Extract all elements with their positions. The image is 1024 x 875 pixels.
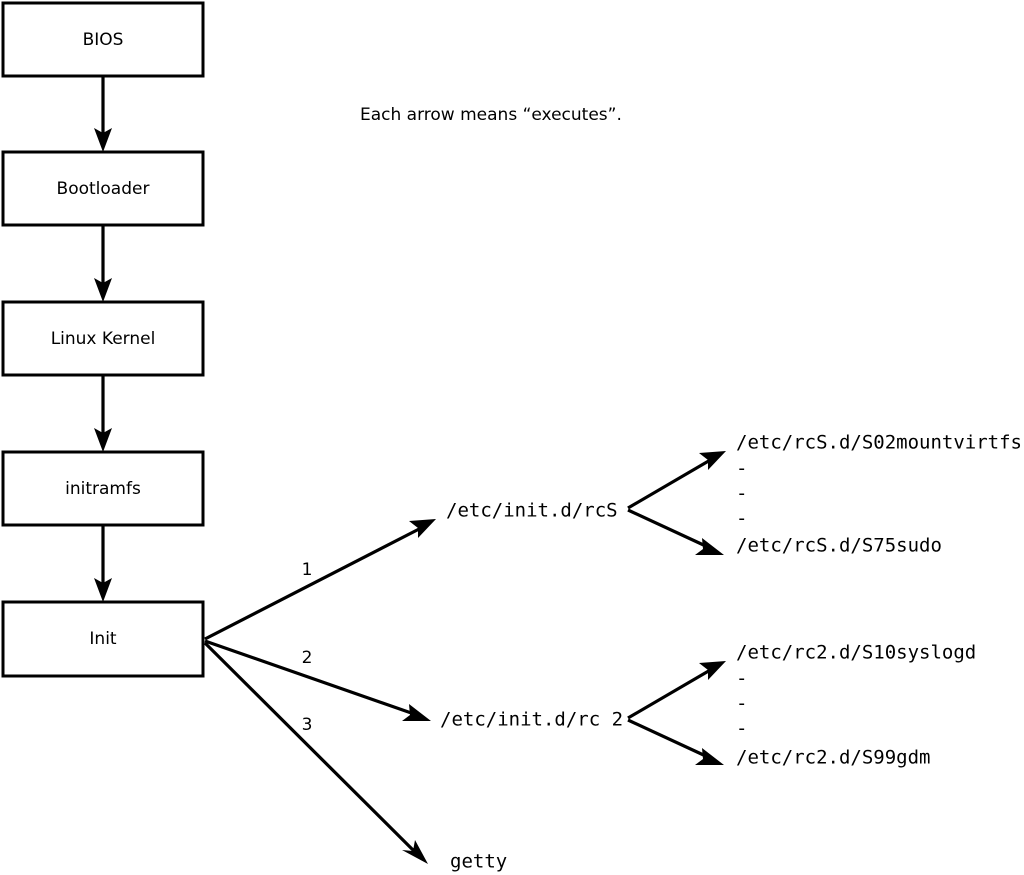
branch-1-number: 1 <box>302 560 313 580</box>
bootloader-label: Bootloader <box>57 179 150 199</box>
branch-3-target-label: getty <box>450 851 507 873</box>
rc2-first-arrow <box>627 661 726 720</box>
rc2-ellipsis-1: - <box>736 668 747 690</box>
rc2-ellipsis-2: - <box>736 693 747 715</box>
boot-chain-group: BIOS Bootloader Linux Kernel initramfs I… <box>1 1 205 678</box>
branch-2-number: 2 <box>302 648 313 668</box>
executes-note: Each arrow means “executes”. <box>360 105 622 125</box>
init-box[interactable] <box>1 600 205 678</box>
node-bios[interactable]: BIOS <box>1 1 205 78</box>
rc2-first-script-label: /etc/rc2.d/S10syslogd <box>736 642 976 664</box>
branch-1-arrow <box>204 519 436 641</box>
branch-3-number: 3 <box>302 715 313 735</box>
init-branches-group: 1 /etc/init.d/rcS 2 /etc/init.d/rc 2 3 g… <box>203 500 623 873</box>
rcs-first-script-label: /etc/rcS.d/S02mountvirtfs <box>736 432 1022 454</box>
arrow-bios-to-bootloader <box>94 76 112 152</box>
rcs-ellipsis-1: - <box>736 458 747 480</box>
rc2-last-arrow <box>627 718 724 765</box>
rcs-first-arrow <box>627 451 726 510</box>
node-initramfs[interactable]: initramfs <box>1 450 205 527</box>
arrow-kernel-to-initramfs <box>94 375 112 452</box>
rcs-scripts-group: /etc/rcS.d/S02mountvirtfs - - - /etc/rcS… <box>627 432 1022 557</box>
rcs-ellipsis-3: - <box>736 508 747 530</box>
linux-kernel-box[interactable] <box>1 300 205 377</box>
branch-1-target-label: /etc/init.d/rcS <box>446 500 618 522</box>
initramfs-label: initramfs <box>65 479 141 499</box>
bios-box[interactable] <box>1 1 205 78</box>
chain-arrows-group <box>94 76 112 602</box>
bios-label: BIOS <box>83 30 124 50</box>
branch-2-arrow <box>204 639 431 721</box>
rc2-ellipsis-3: - <box>736 718 747 740</box>
init-label: Init <box>89 629 117 649</box>
rc2-scripts-group: /etc/rc2.d/S10syslogd - - - /etc/rc2.d/S… <box>627 642 976 769</box>
rcs-last-arrow <box>627 508 724 555</box>
branch-3-arrow <box>203 641 428 864</box>
rcs-last-script-label: /etc/rcS.d/S75sudo <box>736 535 942 557</box>
node-init[interactable]: Init <box>1 600 205 678</box>
arrow-initramfs-to-init <box>94 525 112 602</box>
branch-2-target-label: /etc/init.d/rc 2 <box>440 709 623 731</box>
linux-kernel-label: Linux Kernel <box>51 329 156 349</box>
rcs-ellipsis-2: - <box>736 483 747 505</box>
arrow-bootloader-to-kernel <box>94 225 112 302</box>
rc2-last-script-label: /etc/rc2.d/S99gdm <box>736 747 930 769</box>
node-bootloader[interactable]: Bootloader <box>1 150 205 227</box>
node-linux-kernel[interactable]: Linux Kernel <box>1 300 205 377</box>
